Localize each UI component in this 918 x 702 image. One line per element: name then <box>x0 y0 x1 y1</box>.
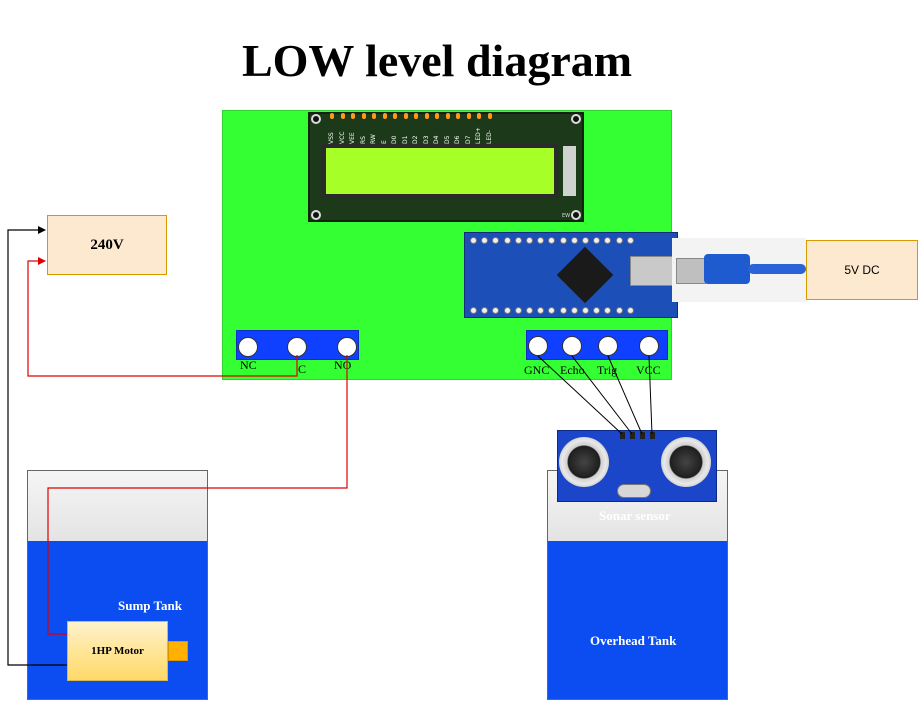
lcd-pin-dot <box>372 113 376 119</box>
lcd-mount-hole <box>311 210 321 220</box>
lcd-pin-dot <box>351 113 355 119</box>
sump-tank-label: Sump Tank <box>118 598 182 613</box>
lcd-pin-dot <box>362 113 366 119</box>
lcd-pin-dot <box>383 113 387 119</box>
usb-boot-icon <box>704 254 750 284</box>
lcd-pin-dot <box>467 113 471 119</box>
sensor-terminal-trig <box>598 336 618 356</box>
sonar-pin-echo <box>630 432 635 439</box>
nano-header-pin <box>514 237 522 244</box>
nano-header-pin <box>514 307 522 314</box>
sensor-wire-trig <box>607 355 643 435</box>
sensor-terminal-vcc <box>639 336 659 356</box>
lcd-pin-dot <box>330 113 334 119</box>
lcd-backlight-strip <box>563 146 576 196</box>
nano-header-pin <box>481 307 489 314</box>
mini-usb-port <box>630 256 674 286</box>
lcd-pin-dot <box>404 113 408 119</box>
nano-header-pin <box>492 237 500 244</box>
nano-header-pin <box>615 237 623 244</box>
overhead-tank-water <box>548 541 727 699</box>
nano-header-pin <box>570 307 578 314</box>
lcd-pin-dot <box>425 113 429 119</box>
neutral-wire <box>7 226 67 666</box>
lcd-pin-dot <box>456 113 460 119</box>
live-wire-motor <box>47 355 348 635</box>
nano-header-pin <box>470 237 477 244</box>
mains-240v-box: 240V <box>47 215 167 275</box>
relay-terminal-nc <box>238 337 258 357</box>
nano-header-pin <box>537 237 545 244</box>
sensor-label-echo: Echo <box>560 363 585 377</box>
nano-header-pin <box>526 307 533 314</box>
nano-header-pin <box>593 237 601 244</box>
sonar-crystal-icon <box>617 484 651 498</box>
relay-label-nc: NC <box>240 358 257 372</box>
sensor-wire-vcc <box>648 355 653 435</box>
sonar-pin-gnd <box>620 432 625 439</box>
sensor-wire-echo <box>571 355 633 435</box>
nano-header-pin <box>559 307 567 314</box>
lcd-pin-dot <box>414 113 418 119</box>
lcd-corner-mark: EW <box>562 213 571 219</box>
sonar-sensor-label: Sonar sensor <box>599 508 671 523</box>
nano-header-pin <box>548 237 556 244</box>
nano-header-pin <box>492 307 500 314</box>
nano-header-pin <box>615 307 623 314</box>
motor-shaft-icon <box>168 641 188 661</box>
lcd-mount-hole <box>311 114 321 124</box>
nano-header-pin <box>604 237 612 244</box>
nano-header-pin <box>526 237 533 244</box>
lcd-mount-hole <box>571 210 581 220</box>
page-title: LOW level diagram <box>241 35 633 86</box>
live-wire-common <box>27 257 298 377</box>
lcd-pin-dot <box>446 113 450 119</box>
nano-header-pin <box>593 307 601 314</box>
nano-header-pin <box>559 237 567 244</box>
usb-plug-icon <box>676 258 706 284</box>
sonar-transducer-icon <box>661 437 711 487</box>
sensor-wire-gnd <box>537 355 623 435</box>
dc-5v-box: 5V DC <box>806 240 918 300</box>
nano-header-pin <box>503 237 511 244</box>
nano-header-pin <box>582 237 589 244</box>
sonar-pin-vcc <box>650 432 655 439</box>
nano-header-pin <box>626 307 634 314</box>
sensor-label-vcc: VCC <box>636 363 661 377</box>
nano-header-pin <box>604 307 612 314</box>
nano-header-pin <box>548 307 556 314</box>
lcd-mount-hole <box>571 114 581 124</box>
sensor-label-gnc: GNC <box>524 363 550 377</box>
lcd-pin-dot <box>477 113 481 119</box>
lcd-pin-dot <box>393 113 397 119</box>
nano-header-pin <box>537 307 545 314</box>
motor-box: 1HP Motor <box>67 621 168 681</box>
sensor-terminal-gnd <box>528 336 548 356</box>
sonar-transducer-icon <box>559 437 609 487</box>
nano-header-pin <box>582 307 589 314</box>
nano-header-pin <box>470 307 477 314</box>
nano-header-pin <box>481 237 489 244</box>
sensor-terminal-echo <box>562 336 582 356</box>
lcd-screen <box>322 144 558 198</box>
lcd-pin-dot <box>435 113 439 119</box>
nano-header-pin <box>503 307 511 314</box>
sonar-pin-trig <box>640 432 645 439</box>
overhead-tank-label: Overhead Tank <box>590 633 677 648</box>
lcd-pin-dot <box>341 113 345 119</box>
lcd-pin-dot <box>488 113 492 119</box>
nano-header-pin <box>626 237 634 244</box>
nano-header-pin <box>570 237 578 244</box>
relay-label-c: C <box>298 362 307 376</box>
usb-cord-icon <box>748 264 806 274</box>
